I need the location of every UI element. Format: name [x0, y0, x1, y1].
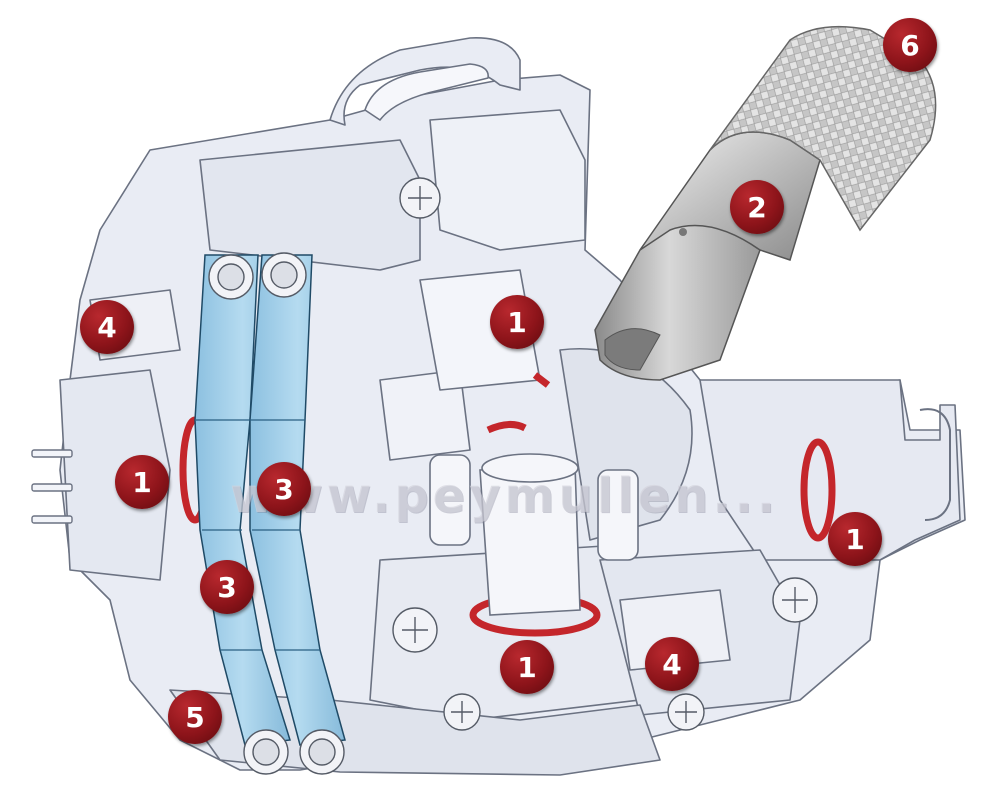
callout-marker-1-bottom: 1 [500, 640, 554, 694]
bearing-rings [179, 372, 836, 637]
callout-marker-4-right: 4 [645, 637, 699, 691]
callout-marker-6: 6 [883, 18, 937, 72]
screw-top-left-a [208, 254, 254, 300]
screw-upper [399, 177, 441, 219]
callout-marker-5: 5 [168, 690, 222, 744]
knob-assembly [594, 25, 937, 381]
callout-marker-1-top: 1 [490, 295, 544, 349]
screw-right [772, 577, 818, 623]
screws [208, 177, 818, 775]
terminal-pins [31, 449, 73, 524]
callout-marker-2: 2 [730, 180, 784, 234]
screw-lower-right [667, 693, 705, 731]
callout-marker-1-right: 1 [828, 512, 882, 566]
screw-bottom-left-a [243, 729, 289, 775]
callout-marker-3-lower: 3 [200, 560, 254, 614]
bearing-ring-right [800, 438, 836, 542]
screw-lower-left [392, 607, 438, 653]
center-shaft [429, 453, 639, 616]
callout-marker-1-left: 1 [115, 455, 169, 509]
callout-marker-4-left: 4 [80, 300, 134, 354]
contact-strip-left [194, 254, 291, 746]
callout-marker-3-upper: 3 [257, 462, 311, 516]
screw-bottom-left-b [299, 729, 345, 775]
bearing-ring-top [486, 372, 551, 434]
screw-top-left-b [261, 252, 307, 298]
screw-lower-center [443, 693, 481, 731]
watermark-text: www.peymullen... [230, 468, 779, 524]
